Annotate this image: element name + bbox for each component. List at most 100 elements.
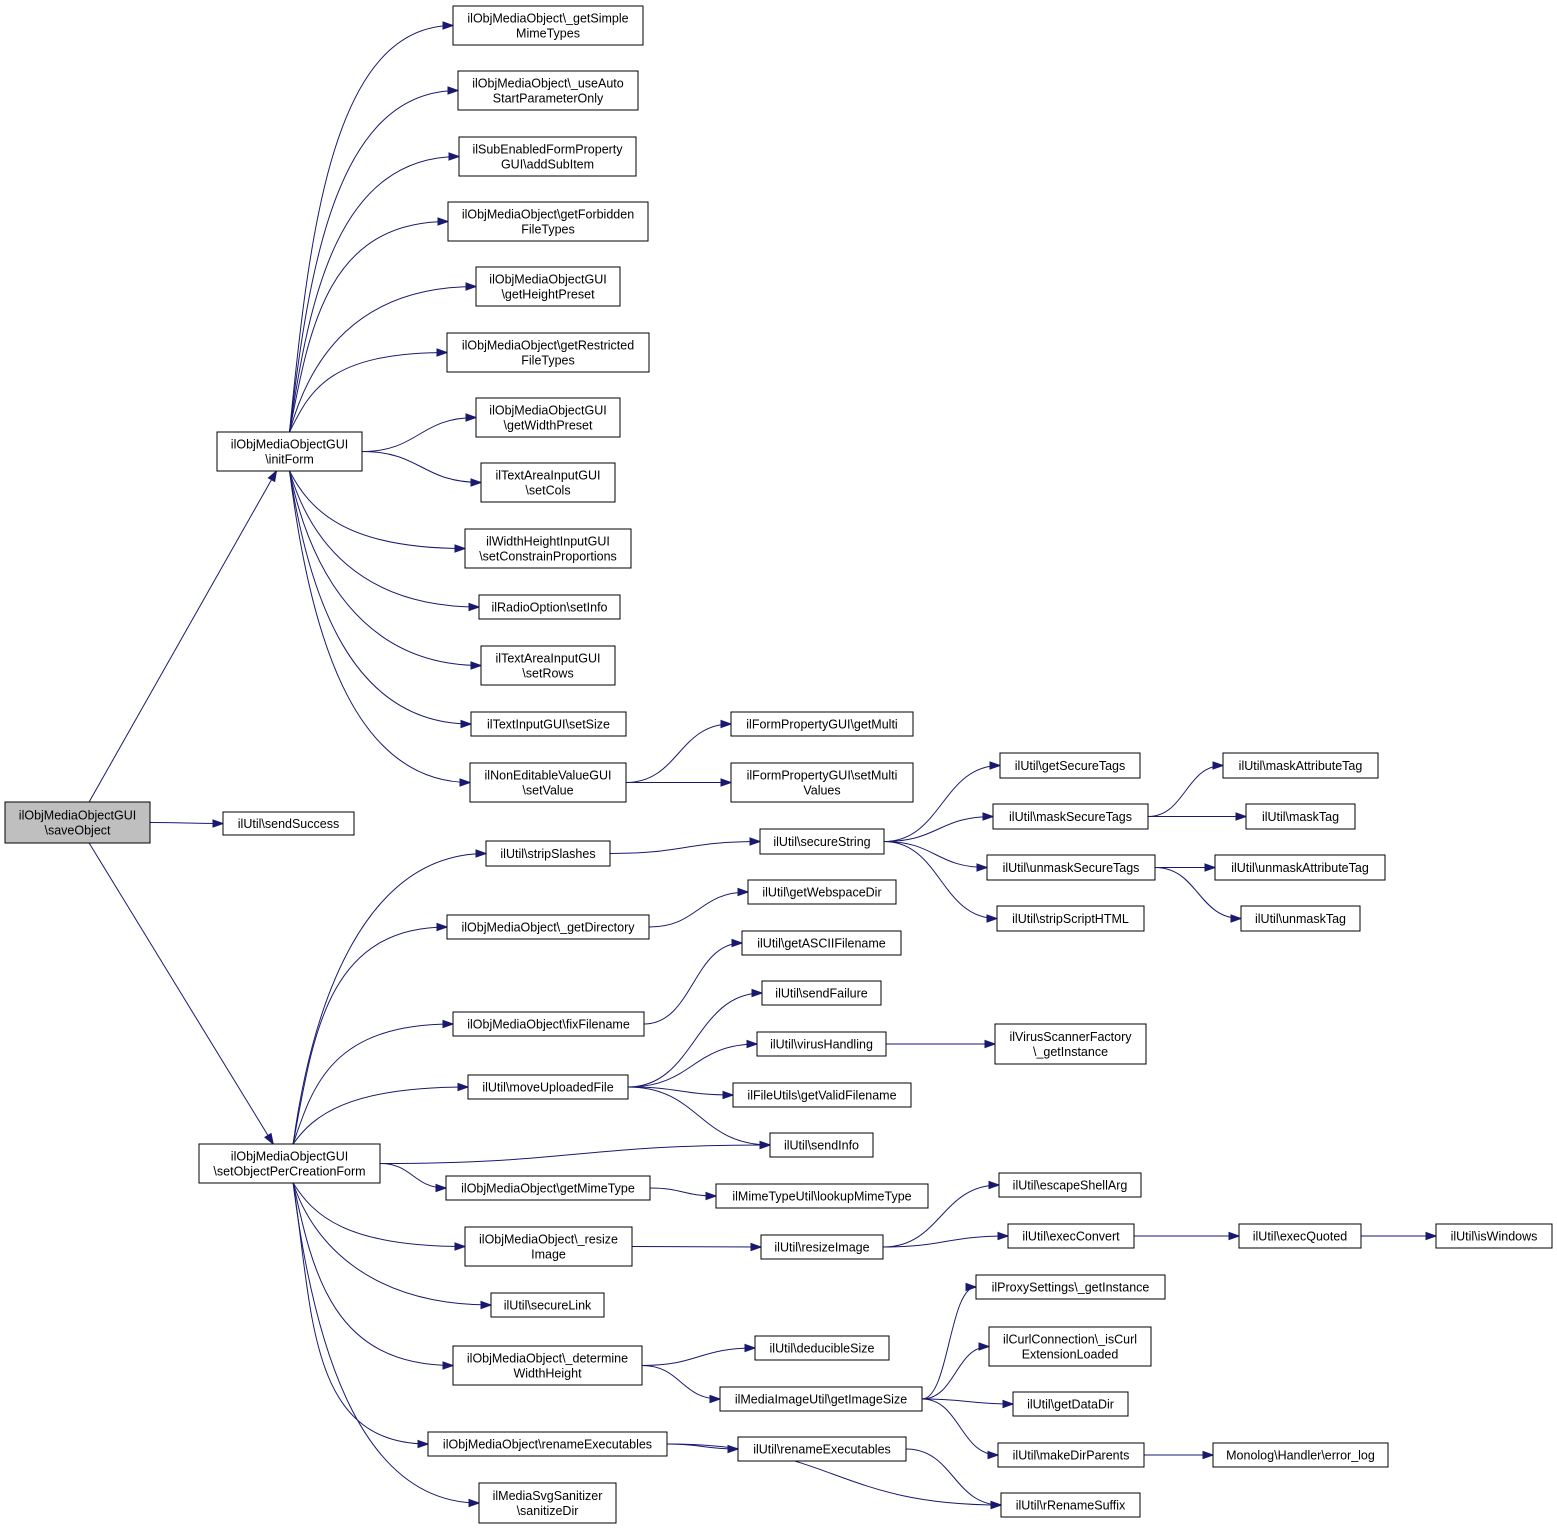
edge-line (643, 942, 743, 1025)
node-label: \setValue (522, 784, 573, 798)
arrow-head (978, 1342, 991, 1351)
arrow-head (731, 938, 744, 948)
node-unmaskAttributeTag[interactable]: ilUtil\unmaskAttributeTag (1214, 854, 1386, 881)
node-label: GUI\addSubItem (501, 158, 594, 172)
node-errorLog[interactable]: Monolog\Handler\error_log (1212, 1442, 1389, 1468)
edge-secureString-to-maskSecureTags (883, 812, 995, 842)
node-getMulti[interactable]: ilFormPropertyGUI\getMulti (730, 711, 914, 737)
node-renameExecMO[interactable]: ilObjMediaObject\renameExecutables (427, 1431, 668, 1457)
node-moveUploadedFile[interactable]: ilUtil\moveUploadedFile (467, 1074, 629, 1100)
edge-line (361, 451, 482, 483)
node-box (730, 762, 914, 803)
arrow-head (437, 217, 450, 226)
node-virusScanner[interactable]: ilVirusScannerFactory\_getInstance (994, 1023, 1147, 1065)
node-box (1007, 1223, 1135, 1249)
node-getValidFilename[interactable]: ilFileUtils\getValidFilename (732, 1082, 912, 1108)
node-sendFailure[interactable]: ilUtil\sendFailure (761, 980, 882, 1006)
node-getImageSize[interactable]: ilMediaImageUtil\getImageSize (719, 1386, 923, 1412)
node-box (1240, 905, 1361, 932)
node-label: ilUtil\isWindows (1451, 1230, 1538, 1244)
node-sanitizeDir[interactable]: ilMediaSvgSanitizer\sanitizeDir (478, 1482, 617, 1524)
node-stripScriptHTML[interactable]: ilUtil\stripScriptHTML (996, 905, 1145, 932)
edge-getDirectory-to-getWebspaceDir (648, 887, 750, 928)
edge-line (882, 1184, 1000, 1248)
node-resizeImage[interactable]: ilUtil\resizeImage (760, 1234, 884, 1260)
node-maskTag[interactable]: ilUtil\maskTag (1245, 803, 1356, 830)
node-lookupMimeType[interactable]: ilMimeTypeUtil\lookupMimeType (715, 1183, 929, 1209)
node-setObjPCF[interactable]: ilObjMediaObjectGUI\setObjectPerCreation… (198, 1143, 381, 1184)
node-secureLink[interactable]: ilUtil\secureLink (490, 1292, 605, 1318)
node-setRows[interactable]: ilTextAreaInputGUI\setRows (480, 645, 616, 686)
node-setSize[interactable]: ilTextInputGUI\setSize (470, 711, 627, 737)
node-box (754, 1335, 890, 1361)
node-unmaskSecureTags[interactable]: ilUtil\unmaskSecureTags (986, 854, 1156, 881)
edge-renameExec-to-rRenameSuffix (905, 1448, 1003, 1510)
node-sendInfo[interactable]: ilUtil\sendInfo (769, 1132, 874, 1158)
node-rRenameSuffix[interactable]: ilUtil\rRenameSuffix (1000, 1492, 1141, 1518)
node-unmaskTag[interactable]: ilUtil\unmaskTag (1240, 905, 1361, 932)
node-execQuoted[interactable]: ilUtil\execQuoted (1238, 1223, 1362, 1249)
node-setValue[interactable]: ilNonEditableValueGUI\setValue (469, 762, 627, 803)
node-label: ilTextAreaInputGUI (496, 652, 601, 666)
node-getWidthPreset[interactable]: ilObjMediaObjectGUI\getWidthPreset (475, 397, 621, 438)
node-maskAttributeTag[interactable]: ilUtil\maskAttributeTag (1222, 752, 1379, 779)
node-box (747, 879, 897, 905)
node-label: ilUtil\stripScriptHTML (1012, 912, 1129, 926)
node-getMimeType[interactable]: ilObjMediaObject\getMimeType (445, 1175, 651, 1201)
node-label: ilUtil\makeDirParents (1013, 1449, 1130, 1463)
node-getDataDir[interactable]: ilUtil\getDataDir (1012, 1391, 1129, 1417)
node-makeDirParents[interactable]: ilUtil\makeDirParents (997, 1442, 1145, 1468)
node-secureString[interactable]: ilUtil\secureString (759, 828, 885, 855)
node-stripSlashes[interactable]: ilUtil\stripSlashes (485, 840, 611, 867)
edge-maskSecureTags-to-maskTag (1148, 812, 1248, 821)
node-setCols[interactable]: ilTextAreaInputGUI\setCols (480, 462, 616, 503)
node-renameExec[interactable]: ilUtil\renameExecutables (737, 1436, 907, 1462)
node-setInfo[interactable]: ilRadioOption\setInfo (478, 594, 621, 620)
node-deducibleSize[interactable]: ilUtil\deducibleSize (754, 1335, 890, 1361)
node-virusHandling[interactable]: ilUtil\virusHandling (756, 1031, 887, 1057)
node-box (478, 594, 621, 620)
node-label: ilMediaImageUtil\getImageSize (735, 1393, 907, 1407)
node-saveObject[interactable]: ilObjMediaObjectGUI\saveObject (4, 801, 151, 844)
node-isWindows[interactable]: ilUtil\isWindows (1435, 1223, 1553, 1249)
node-getHeightPreset[interactable]: ilObjMediaObjectGUI\getHeightPreset (475, 266, 621, 307)
node-getASCIIFilename[interactable]: ilUtil\getASCIIFilename (741, 930, 902, 956)
node-box (469, 762, 627, 803)
edge-line (666, 1443, 1002, 1506)
node-proxySettings[interactable]: ilProxySettings\_getInstance (975, 1274, 1166, 1300)
node-fixFilename[interactable]: ilObjMediaObject\fixFilename (452, 1011, 645, 1037)
node-box (975, 1274, 1166, 1300)
node-initForm[interactable]: ilObjMediaObjectGUI\initForm (216, 431, 363, 472)
edge-moveUploadedFile-to-sendFailure (627, 988, 764, 1088)
edge-line (292, 1182, 429, 1445)
node-useAutoStart[interactable]: ilObjMediaObject\_useAutoStartParameterO… (457, 70, 639, 111)
node-setConstrain[interactable]: ilWidthHeightInputGUI\setConstrainPropor… (464, 528, 632, 569)
node-box (452, 1011, 645, 1037)
node-sendSuccess[interactable]: ilUtil\sendSuccess (222, 811, 355, 836)
node-getSecureTags[interactable]: ilUtil\getSecureTags (999, 752, 1141, 779)
node-label: ilUtil\virusHandling (770, 1038, 873, 1052)
node-box (222, 811, 355, 836)
edge-line (292, 1182, 466, 1247)
node-escapeShellArg[interactable]: ilUtil\escapeShellArg (998, 1172, 1142, 1198)
node-box (737, 1436, 907, 1462)
node-label: ilObjMediaObject\_resize (479, 1233, 618, 1247)
edge-setObjPCF-to-moveUploadedFile (292, 1082, 470, 1145)
node-box (457, 70, 639, 111)
node-resizeImageMO[interactable]: ilObjMediaObject\_resizeImage (464, 1226, 633, 1267)
node-getDirectory[interactable]: ilObjMediaObject\_getDirectory (446, 914, 650, 940)
node-execConvert[interactable]: ilUtil\execConvert (1007, 1223, 1135, 1249)
edge-resizeImageMO-to-resizeImage (631, 1242, 763, 1252)
node-box (458, 136, 637, 177)
node-maskSecureTags[interactable]: ilUtil\maskSecureTags (992, 803, 1149, 830)
node-box (452, 5, 644, 46)
edge-determineWH-to-getImageSize (641, 1365, 722, 1404)
node-getWebspaceDir[interactable]: ilUtil\getWebspaceDir (747, 879, 897, 905)
